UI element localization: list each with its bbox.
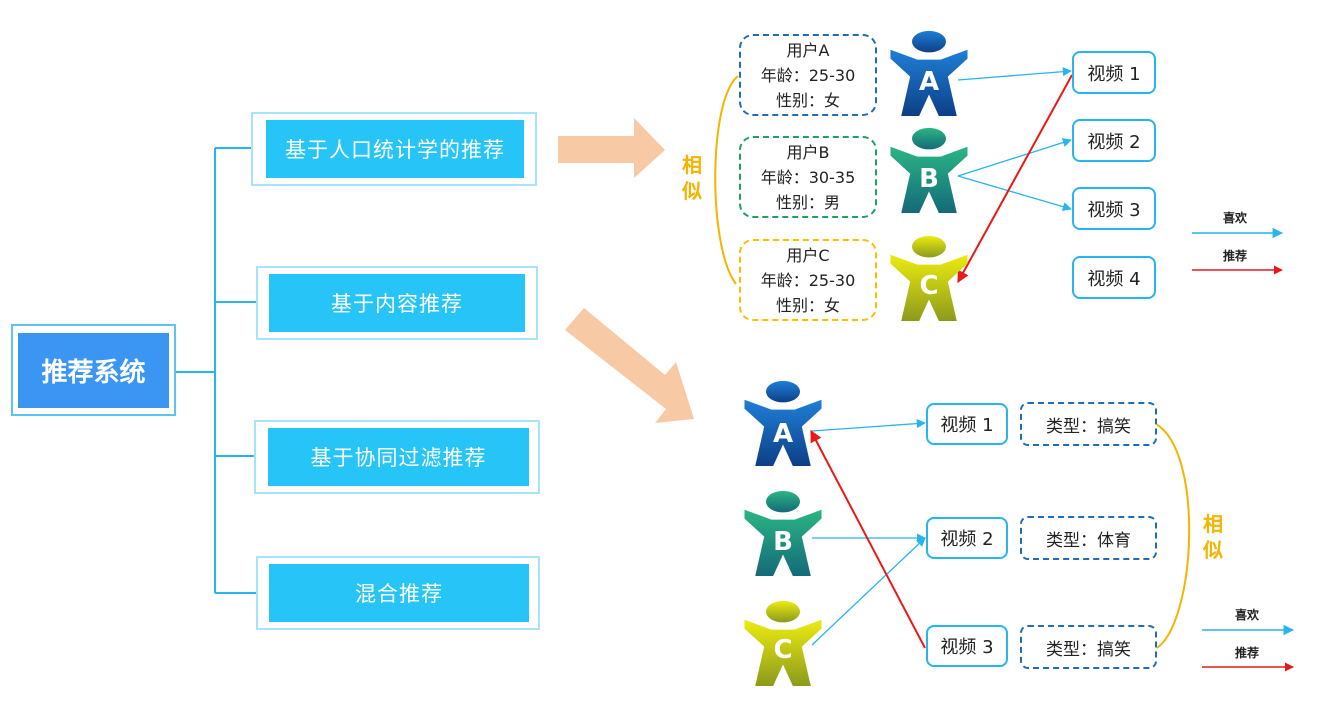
similar-bracket-bottom <box>1155 423 1191 649</box>
user-c-letter-bottom: C <box>773 635 792 665</box>
similar-label-top: 相似 <box>682 153 702 203</box>
user-c-letter-top: C <box>919 271 938 301</box>
user-b-letter-bottom: B <box>773 527 793 557</box>
user-a-name: 用户A <box>786 40 830 60</box>
type-tag-video-1: 类型：搞笑 <box>1020 402 1157 446</box>
branch-content[interactable]: 基于内容推荐 <box>269 274 525 332</box>
branch-hybrid[interactable]: 混合推荐 <box>269 564 529 622</box>
root-node[interactable]: 推荐系统 <box>18 333 169 408</box>
user-c-age: 年龄：25-30 <box>760 270 856 290</box>
recommend-line-top <box>957 74 1073 284</box>
similar-bracket-top <box>714 75 739 285</box>
video-2-bottom[interactable]: 视频 2 <box>926 517 1008 559</box>
legend-like-top: 喜欢 <box>1223 211 1248 225</box>
video-4-top[interactable]: 视频 4 <box>1072 256 1156 299</box>
video-1-top[interactable]: 视频 1 <box>1072 51 1156 94</box>
tree-lines <box>176 147 256 594</box>
recommend-line-bottom <box>810 429 926 649</box>
branch-collaborative[interactable]: 基于协同过滤推荐 <box>268 428 529 486</box>
user-b-gender: 性别：男 <box>775 192 840 212</box>
branch-demographic[interactable]: 基于人口统计学的推荐 <box>266 120 524 178</box>
user-b-name: 用户B <box>786 142 830 162</box>
big-arrow-demographic <box>558 118 665 178</box>
legend-recommend-bottom: 推荐 <box>1235 646 1260 660</box>
user-c-name: 用户C <box>786 245 830 265</box>
user-a-profile: 用户A 年龄：25-30 性别：女 <box>739 34 877 116</box>
similar-label-bottom: 相似 <box>1203 512 1223 562</box>
legend-like-bottom: 喜欢 <box>1235 608 1260 622</box>
user-c-gender: 性别：女 <box>775 295 840 315</box>
user-a-age: 年龄：25-30 <box>760 65 856 85</box>
user-a-gender: 性别：女 <box>775 90 840 110</box>
type-tag-video-3: 类型：搞笑 <box>1020 625 1157 669</box>
user-a-letter-bottom: A <box>773 419 793 449</box>
legend-recommend-top: 推荐 <box>1223 249 1248 263</box>
user-b-age: 年龄：30-35 <box>760 167 856 187</box>
type-tag-video-2: 类型：体育 <box>1020 516 1157 560</box>
video-1-bottom[interactable]: 视频 1 <box>926 403 1008 445</box>
video-3-bottom[interactable]: 视频 3 <box>926 625 1008 667</box>
user-a-letter-top: A <box>919 67 939 97</box>
video-2-top[interactable]: 视频 2 <box>1072 119 1156 162</box>
user-b-letter-top: B <box>919 164 939 194</box>
user-c-profile: 用户C 年龄：25-30 性别：女 <box>739 239 877 321</box>
video-3-top[interactable]: 视频 3 <box>1072 187 1156 230</box>
user-b-profile: 用户B 年龄：30-35 性别：男 <box>739 136 877 218</box>
big-arrow-content <box>565 308 694 423</box>
